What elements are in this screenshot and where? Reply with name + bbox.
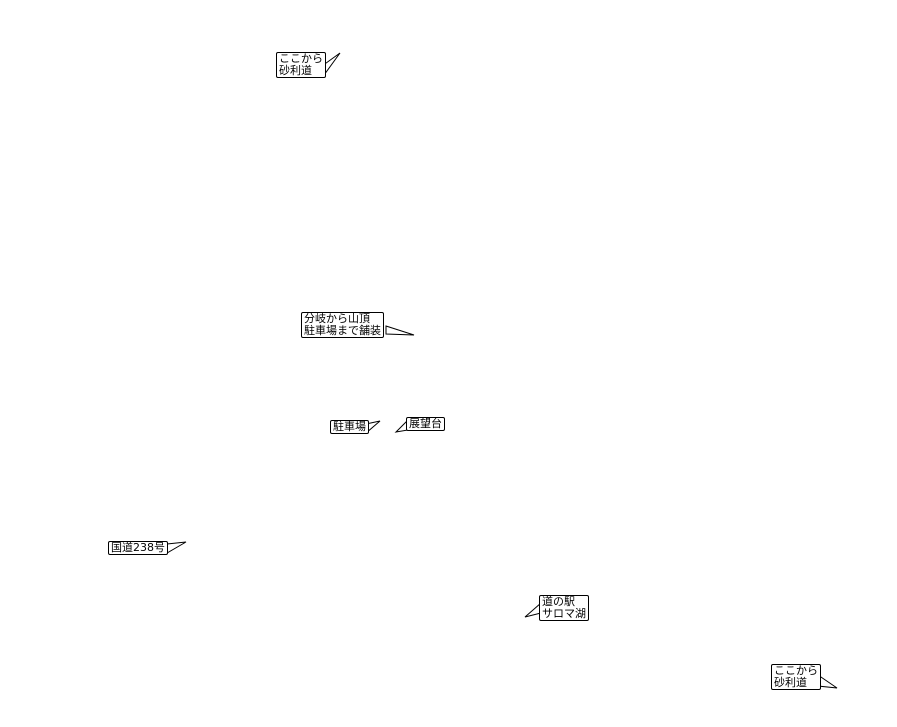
pointer-route-238 (166, 541, 187, 554)
label-line: 道の駅 (542, 595, 575, 608)
label-gravel-start-2: ここから 砂利道 (771, 664, 821, 690)
label-observation-deck: 展望台 (406, 417, 445, 431)
label-line: 国道238号 (111, 541, 165, 554)
label-paved-section: 分岐から山頂 駐車場まで舗装 (301, 312, 384, 338)
label-gravel-start-1: ここから 砂利道 (276, 52, 326, 78)
label-line: サロマ湖 (542, 607, 586, 620)
label-line: 分岐から山頂 (304, 312, 370, 325)
label-parking: 駐車場 (330, 420, 369, 434)
label-line: 駐車場まで舗装 (304, 324, 381, 337)
label-line: ここから (774, 664, 818, 677)
label-roadside-station: 道の駅 サロマ湖 (539, 595, 589, 621)
label-line: 砂利道 (279, 64, 312, 77)
label-line: 砂利道 (774, 676, 807, 689)
label-line: ここから (279, 52, 323, 65)
label-line: 駐車場 (333, 420, 366, 433)
label-line: 展望台 (409, 417, 442, 430)
label-route-238: 国道238号 (108, 541, 168, 555)
pointer-paved-section (385, 325, 415, 336)
